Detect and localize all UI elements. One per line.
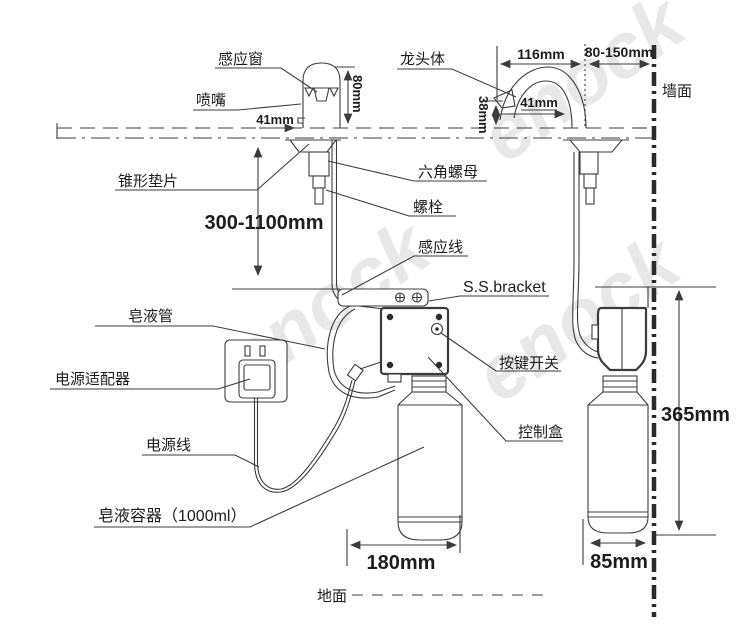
power-outlet-shape <box>224 339 288 403</box>
button-switch-shape <box>430 322 444 336</box>
right-bottle-shape <box>587 375 649 534</box>
dim-assembly-height: 365mm <box>661 404 730 426</box>
power-cord-shape <box>253 361 382 493</box>
label-soap-tube: 皂液管 <box>128 308 173 325</box>
hex-nut-shape <box>308 151 330 177</box>
label-ground: 地面 <box>317 588 347 605</box>
leader-lines <box>50 67 563 528</box>
watermark-text: enock <box>459 215 697 418</box>
nozzle-shape <box>297 117 305 128</box>
cone-gasket-shape <box>288 139 338 153</box>
dimension-lines <box>253 59 716 566</box>
cone-gasket-right <box>568 139 624 153</box>
bolt-shape <box>312 175 326 189</box>
left-bottle-shape <box>387 373 463 541</box>
sensor-window-shape <box>313 87 330 102</box>
label-button-switch: 按键开关 <box>499 355 559 372</box>
label-sensor-window: 感应窗 <box>218 50 263 68</box>
dim-install-range: 300-1100mm <box>205 212 324 234</box>
dim-sensor-head-height: 80mm <box>350 75 365 113</box>
left-view-sensor-head <box>297 62 341 128</box>
dim-spout-reach: 116mm <box>517 46 564 62</box>
dim-right-spout-offset: 41mm <box>520 95 558 110</box>
label-ss-bracket: S.S.bracket <box>463 279 546 296</box>
right-view-faucet <box>493 44 587 129</box>
label-bolt: 螺栓 <box>413 199 443 216</box>
label-faucet-body: 龙头体 <box>400 51 445 68</box>
label-soap-container: 皂液容器（1000ml） <box>98 507 246 525</box>
right-view-bracket <box>595 286 716 308</box>
right-view-undercounter-mount <box>563 139 629 359</box>
label-wall: 墙面 <box>662 83 692 100</box>
label-hex-nut: 六角螺母 <box>418 164 478 181</box>
dim-left-spout-offset: 41mm <box>256 112 294 127</box>
soap-tube-loop <box>326 305 396 399</box>
counter-surface-lines <box>56 123 653 139</box>
label-nozzle: 喷嘴 <box>196 92 226 109</box>
label-cone-gasket: 锥形垫片 <box>118 173 178 190</box>
control-box-shape <box>379 306 450 376</box>
pump-connector <box>387 373 402 383</box>
dim-spout-tip-height: 38mm <box>476 96 491 134</box>
label-sensor-wire: 感应线 <box>418 238 463 256</box>
ss-bracket-shape <box>337 288 429 307</box>
dim-bottle-width: 85mm <box>590 551 648 573</box>
right-view-control-box <box>591 306 648 372</box>
label-power-adapter: 电源适配器 <box>55 371 130 388</box>
dim-left-view-width: 180mm <box>367 552 436 574</box>
label-power-cord: 电源线 <box>146 437 191 454</box>
dim-wall-range: 80-150mm <box>585 44 654 60</box>
label-control-box: 控制盒 <box>518 424 563 441</box>
